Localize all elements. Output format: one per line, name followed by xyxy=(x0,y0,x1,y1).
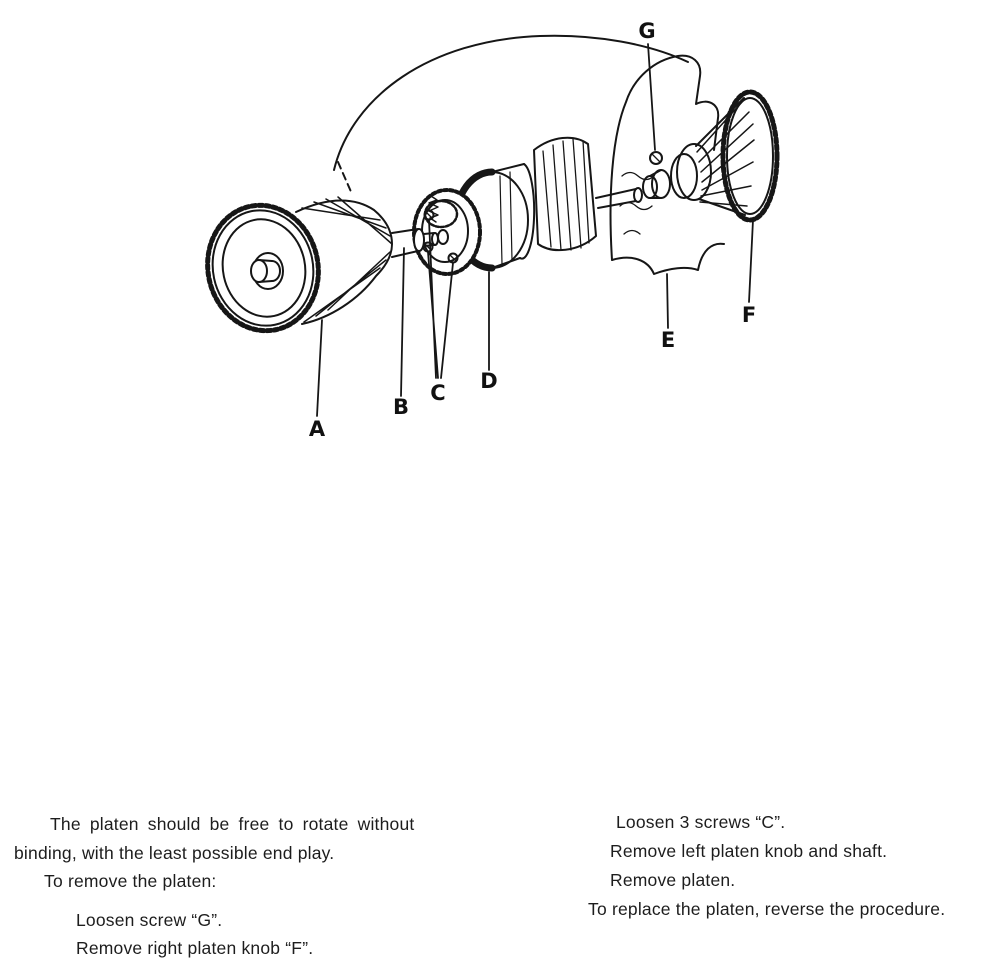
diagram-label-c: C xyxy=(430,381,445,405)
leader-e xyxy=(666,273,669,329)
platen-roller-segment xyxy=(533,136,597,252)
instruction-line: Remove platen. xyxy=(610,870,736,890)
diagram-label-g: G xyxy=(638,19,655,43)
diagram-label-f: F xyxy=(742,303,756,327)
ratchet-assembly-c xyxy=(412,188,482,276)
instructions-right-column: Loosen 3 screws “C”. Remove left platen … xyxy=(588,808,998,924)
instruction-line: To remove the platen: xyxy=(44,871,217,891)
instruction-line: Loosen 3 screws “C”. xyxy=(616,812,786,832)
diagram-label-e: E xyxy=(661,328,675,352)
right-platen-knob-f xyxy=(670,89,780,223)
instruction-line: Remove right platen knob “F”. xyxy=(76,938,314,958)
leader-g xyxy=(647,43,656,151)
leader-f xyxy=(748,219,754,303)
instruction-line: Remove left platen knob and shaft. xyxy=(610,841,888,861)
leader-a xyxy=(316,319,323,417)
leader-c xyxy=(427,219,454,379)
frame-cutout-e xyxy=(609,54,725,275)
exploded-view-diagram: G A B C D E F xyxy=(0,0,1000,480)
screw-g xyxy=(649,151,663,165)
right-shaft-and-hub xyxy=(595,169,671,209)
frame-outline-curve xyxy=(333,34,689,195)
instruction-line: Loosen screw “G”. xyxy=(76,909,223,930)
leader-b xyxy=(400,247,405,397)
leader-lines xyxy=(316,43,754,417)
diagram-label-a: A xyxy=(309,417,326,441)
instruction-line: To replace the platen, reverse the proce… xyxy=(588,899,946,919)
diagram-label-b: B xyxy=(393,395,409,419)
instruction-line: The platen should be free to rotate with… xyxy=(50,814,415,834)
instruction-line: binding, with the least possible end pla… xyxy=(14,842,335,863)
platen-assembly-drawing: G A B C D E F xyxy=(205,19,780,441)
left-platen-knob-a xyxy=(205,196,393,334)
diagram-label-d: D xyxy=(480,369,497,393)
platen-shaft-b xyxy=(391,228,439,258)
instructions-left-column: The platen should be free to rotate with… xyxy=(14,810,494,963)
